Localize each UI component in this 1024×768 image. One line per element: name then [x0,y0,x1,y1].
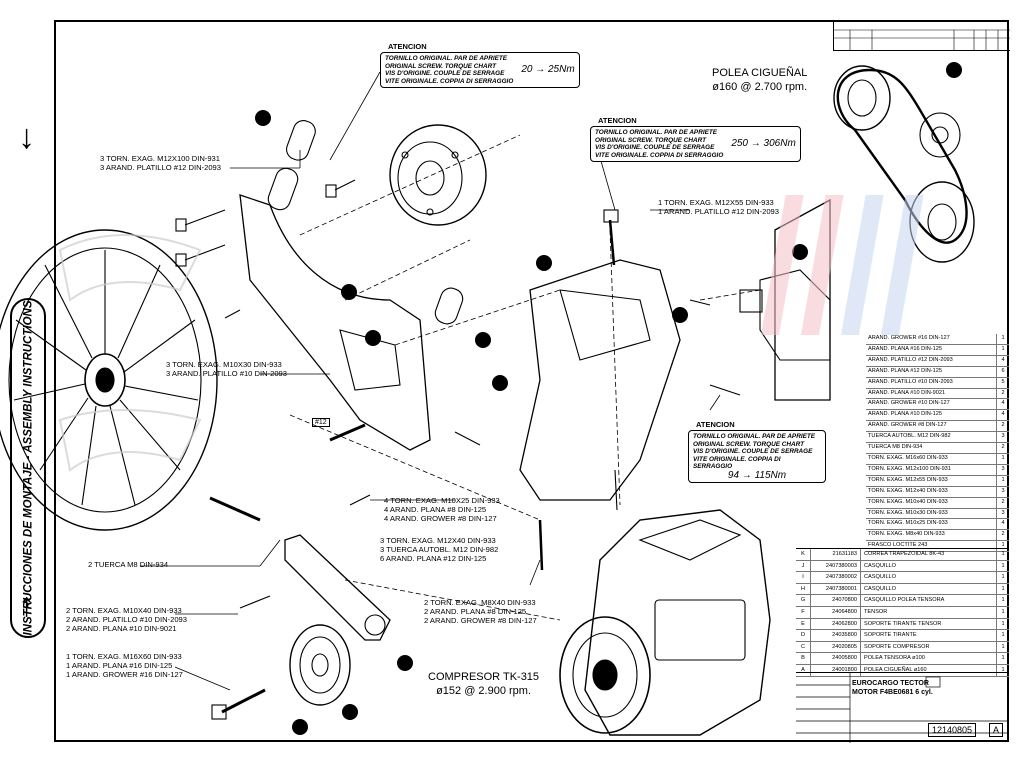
torque-warning-1: ATENCION TORNILLO ORIGINAL. PAR DE APRIE… [380,43,580,89]
vertical-title-frame: INSTRUCCIONES DE MONTAJE - ASSEMBLY INST… [10,298,46,638]
torque-warning-2: ATENCION TORNILLO ORIGINAL. PAR DE APRIE… [590,117,801,163]
vehicle-description: EUROCARGO TECTOR MOTOR F4BE0681 6 cyl. [852,680,933,696]
label-tuerca-m8: 2 TUERCA M8 DIN-934 [88,560,169,569]
crank-pulley-title: POLEA CIGUEÑAL ø160 @ 2.700 rpm. [712,67,808,93]
torque-value: 94 → 115Nm [727,469,787,481]
tensioner-pulley [289,624,351,706]
drawing-sheet [54,20,1009,742]
compressor-title: COMPRESOR TK-315 ø152 @ 2.900 rpm. [428,671,540,697]
torque-value: 250 → 306Nm [731,138,796,150]
drawing-revision: A [989,723,1004,737]
drawing-number: 12140805 [928,723,977,737]
title-block: EUROCARGO TECTOR MOTOR F4BE0681 6 cyl. 1… [796,672,1009,743]
revision-header [833,22,1010,51]
washer-size-tag: #12 [312,418,330,427]
belt-drive [833,65,975,263]
sidebar: ↓ INSTRUCCIONES DE MONTAJE - ASSEMBLY IN… [8,110,50,670]
arrow-up-icon: ↑ [18,586,35,624]
crank-pulley [389,124,487,226]
torque-warning-3: ATENCION TORNILLO ORIGINAL. PAR DE APRIE… [688,421,826,483]
arrow-down-icon: ↓ [18,118,35,156]
torque-value: 20 → 25Nm [521,64,575,76]
compressor [559,509,771,736]
